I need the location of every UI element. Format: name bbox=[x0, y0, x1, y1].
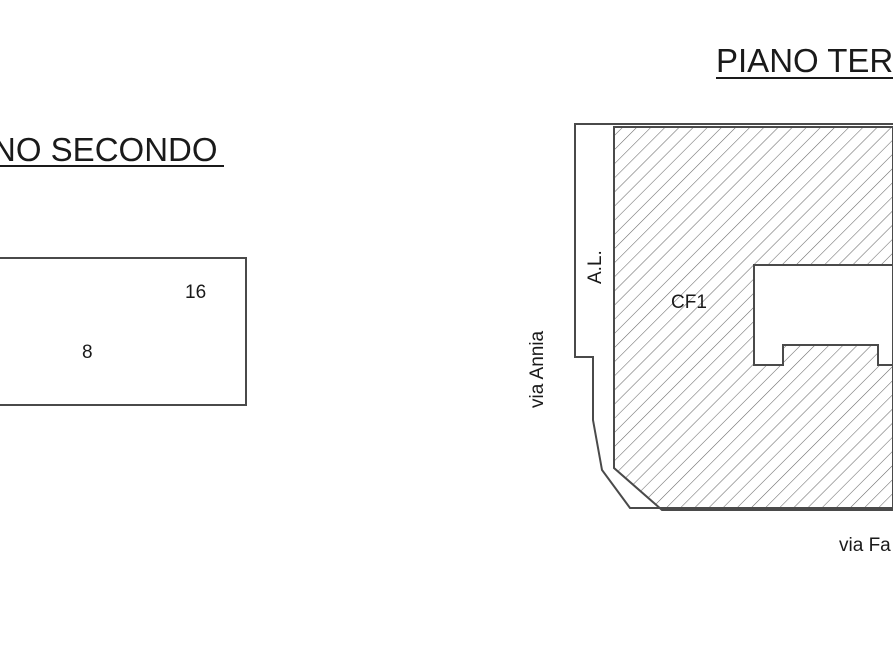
via-annia-street-label: via Annia bbox=[527, 330, 548, 408]
left-unit-outline bbox=[0, 257, 247, 406]
cf1-hatched-area bbox=[613, 126, 893, 511]
left-floor-title: NO SECONDO bbox=[0, 131, 218, 168]
right-floor-title: PIANO TER bbox=[716, 42, 893, 79]
lot-boundary bbox=[574, 123, 893, 509]
al-label: A.L. bbox=[585, 250, 606, 284]
unit-number-8: 8 bbox=[82, 342, 93, 363]
unit-number-16: 16 bbox=[185, 282, 206, 303]
cf1-label: CF1 bbox=[671, 292, 707, 313]
bottom-street-label: via Fa bbox=[839, 535, 891, 556]
